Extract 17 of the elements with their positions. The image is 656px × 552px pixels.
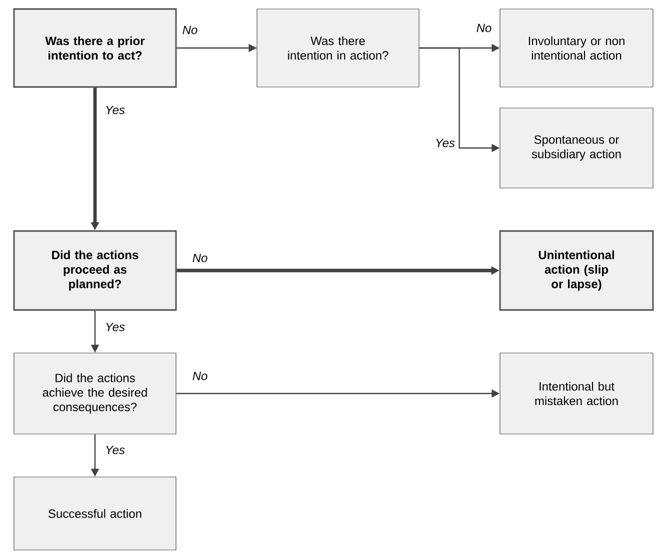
edge-label: No <box>475 22 493 34</box>
process-box: Was there a prior intention to act? <box>13 8 177 88</box>
edge-label: Yes <box>104 322 126 332</box>
edge-label: No <box>181 24 199 36</box>
edge-label: No <box>191 252 209 264</box>
edge-label: Yes <box>104 104 126 116</box>
edge-label: Yes <box>104 444 126 456</box>
edge-label: Yes <box>434 138 456 148</box>
process-box: Involuntary or non intentional action <box>500 8 654 88</box>
process-box: Successful action <box>14 476 176 550</box>
process-box: Intentional but mistaken action <box>500 352 654 434</box>
process-box: Was there intention in action? <box>256 8 420 88</box>
edge-label: No <box>191 370 209 382</box>
process-box: Unintentional action (slip or lapse) <box>499 230 654 311</box>
process-box: Spontaneous or subsidiary action <box>500 108 654 188</box>
process-box: Did the actions achieve the desired consequences? <box>14 352 176 434</box>
process-box: Did the actions proceed as planned? <box>13 230 177 311</box>
